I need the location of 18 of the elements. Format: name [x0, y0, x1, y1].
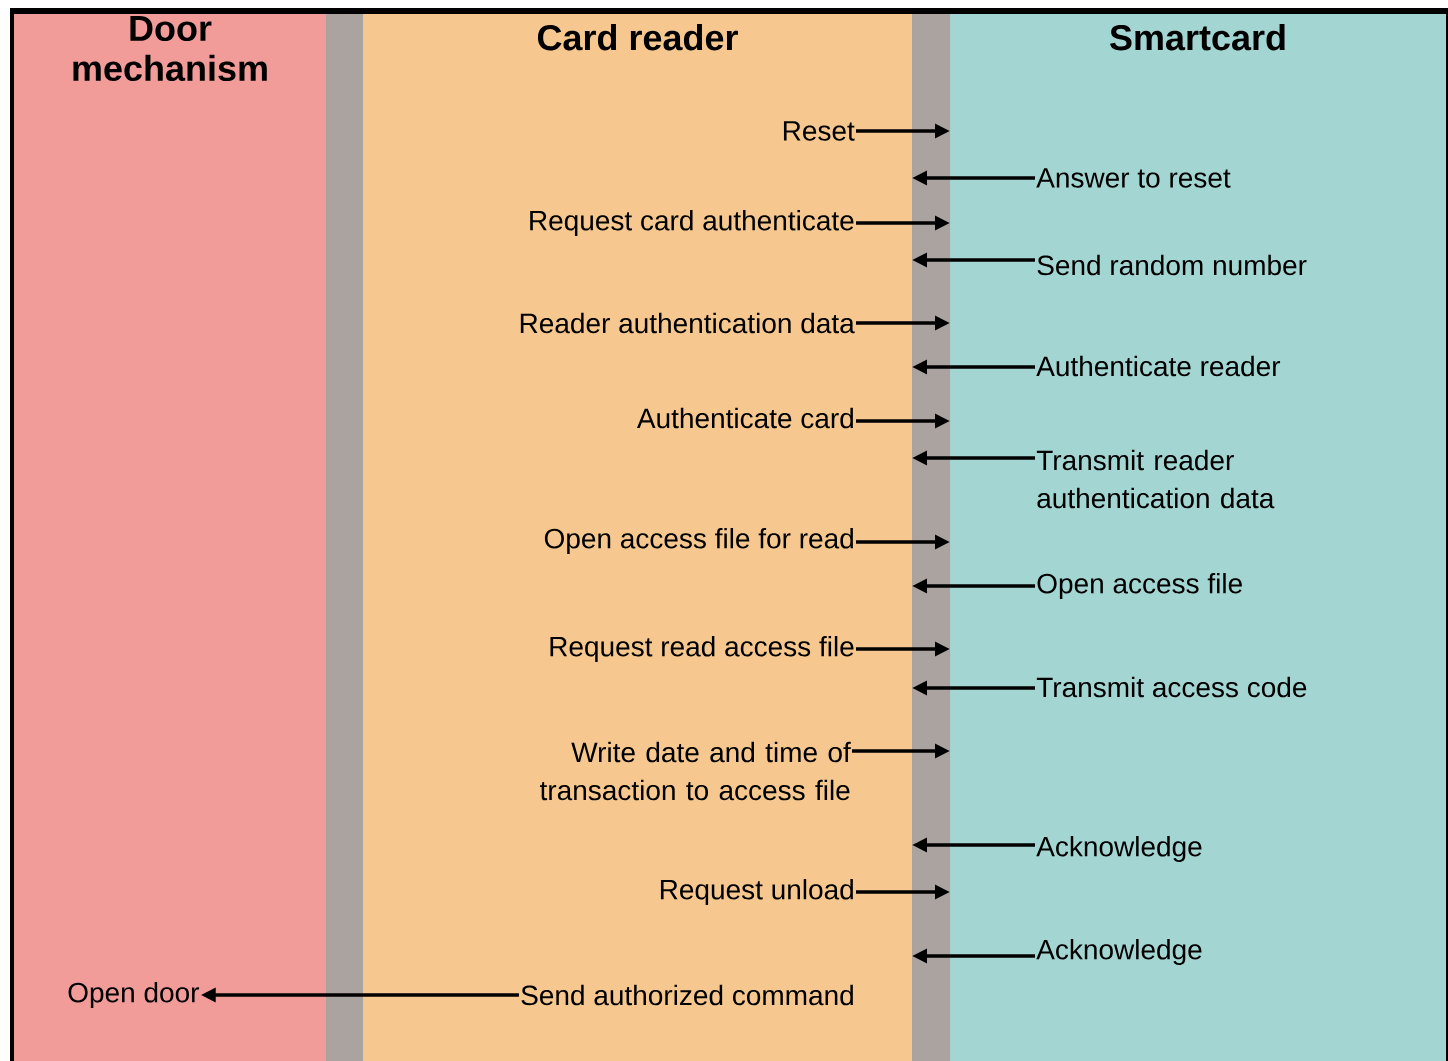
message-label: Acknowledge [1036, 835, 1202, 863]
message-label: Reset [783, 121, 855, 141]
message-label: Transmit reader authentication data [1036, 449, 1275, 509]
message-label: Answer to reset [1036, 168, 1231, 188]
message-label: Request read access file [550, 635, 854, 663]
message-label: Open access file for read [544, 527, 853, 555]
message-label: Request unload [660, 878, 853, 906]
message-label: Send authorized command [521, 984, 853, 1006]
message-label: Reader authentication data [520, 312, 855, 334]
message-label: Acknowledge [1036, 938, 1202, 966]
message-label: Authenticate reader [1036, 355, 1281, 377]
message-label: Request card authenticate [530, 209, 854, 237]
message-label: Write date and time of transaction to access file [540, 741, 851, 801]
message-label: Transmit access code [1036, 676, 1307, 698]
message-label: Open access file [1037, 572, 1242, 600]
message-label: Send random number [1037, 254, 1307, 276]
message-label: Open door [68, 981, 199, 1009]
message-label: Authenticate card [636, 407, 853, 429]
